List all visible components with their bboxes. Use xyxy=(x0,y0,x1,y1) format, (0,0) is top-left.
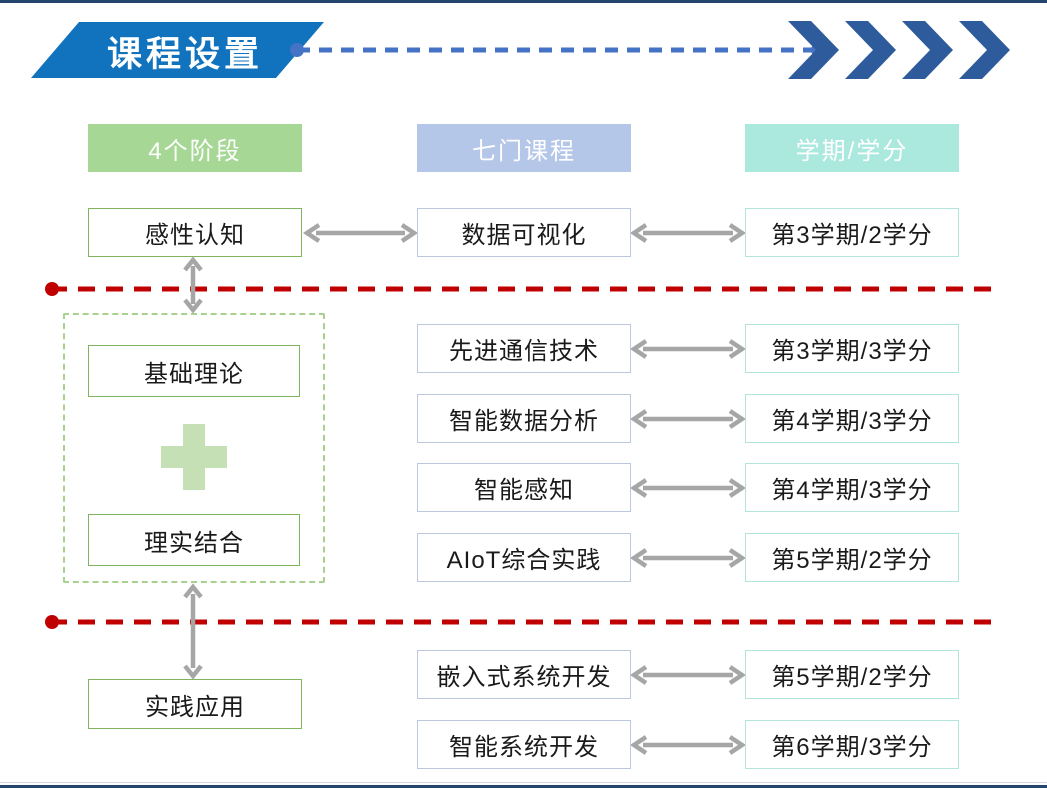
credit-box: 第5学期/2学分 xyxy=(745,650,959,699)
credit-box: 第4学期/3学分 xyxy=(745,463,959,512)
h-arrow-course-credit-row7 xyxy=(629,735,747,755)
credit-box: 第3学期/2学分 xyxy=(745,208,959,257)
credit-box: 第4学期/3学分 xyxy=(745,394,959,443)
h-arrow-course-credit-row2 xyxy=(629,339,747,359)
course-box: 数据可视化 xyxy=(417,208,631,257)
h-arrow-course-credit-row6 xyxy=(629,665,747,685)
course-box: 智能感知 xyxy=(417,463,631,512)
course-box: 智能数据分析 xyxy=(417,394,631,443)
v-arrow-stage2-stage3 xyxy=(183,583,203,680)
red-divider-line-1 xyxy=(45,282,992,296)
h-arrow-course-credit-row1 xyxy=(629,223,747,243)
header-stages: 4个阶段 xyxy=(88,124,302,172)
header-credits: 学期/学分 xyxy=(745,124,959,172)
header-courses: 七门课程 xyxy=(417,124,631,172)
plus-icon-vertical-bar xyxy=(183,424,205,490)
credit-box: 第6学期/3学分 xyxy=(745,720,959,769)
red-divider-line-2 xyxy=(45,615,992,629)
h-arrow-course-credit-row5 xyxy=(629,548,747,568)
course-box: 先进通信技术 xyxy=(417,324,631,373)
credit-box: 第3学期/3学分 xyxy=(745,324,959,373)
chevron-right-icon xyxy=(902,21,953,79)
chevron-right-icons xyxy=(788,21,1010,79)
h-arrow-course-credit-row3 xyxy=(629,409,747,429)
stage-box-perception: 感性认知 xyxy=(88,208,302,257)
course-box: 嵌入式系统开发 xyxy=(417,650,631,699)
stage-box-application: 实践应用 xyxy=(88,679,302,729)
h-arrow-stage-course-row1 xyxy=(302,223,419,243)
course-box: 智能系统开发 xyxy=(417,720,631,769)
chevron-right-icon xyxy=(788,21,839,79)
h-arrow-course-credit-row4 xyxy=(629,478,747,498)
chevron-right-icon xyxy=(959,21,1010,79)
stage-box-theory: 基础理论 xyxy=(88,345,300,397)
credit-box: 第5学期/2学分 xyxy=(745,533,959,582)
v-arrow-stage1-stage2 xyxy=(183,256,203,314)
bottom-border-line xyxy=(0,785,1047,788)
chevron-right-icon xyxy=(845,21,896,79)
blue-dashed-connector xyxy=(290,43,825,57)
course-box: AIoT综合实践 xyxy=(417,533,631,582)
stage-box-integration: 理实结合 xyxy=(88,514,300,566)
plus-icon xyxy=(161,424,227,490)
page-title: 课程设置 xyxy=(106,34,263,74)
bottom-soft-line xyxy=(0,782,1047,783)
stage-group-dashed-container xyxy=(63,313,325,583)
top-border-line xyxy=(0,0,1047,3)
